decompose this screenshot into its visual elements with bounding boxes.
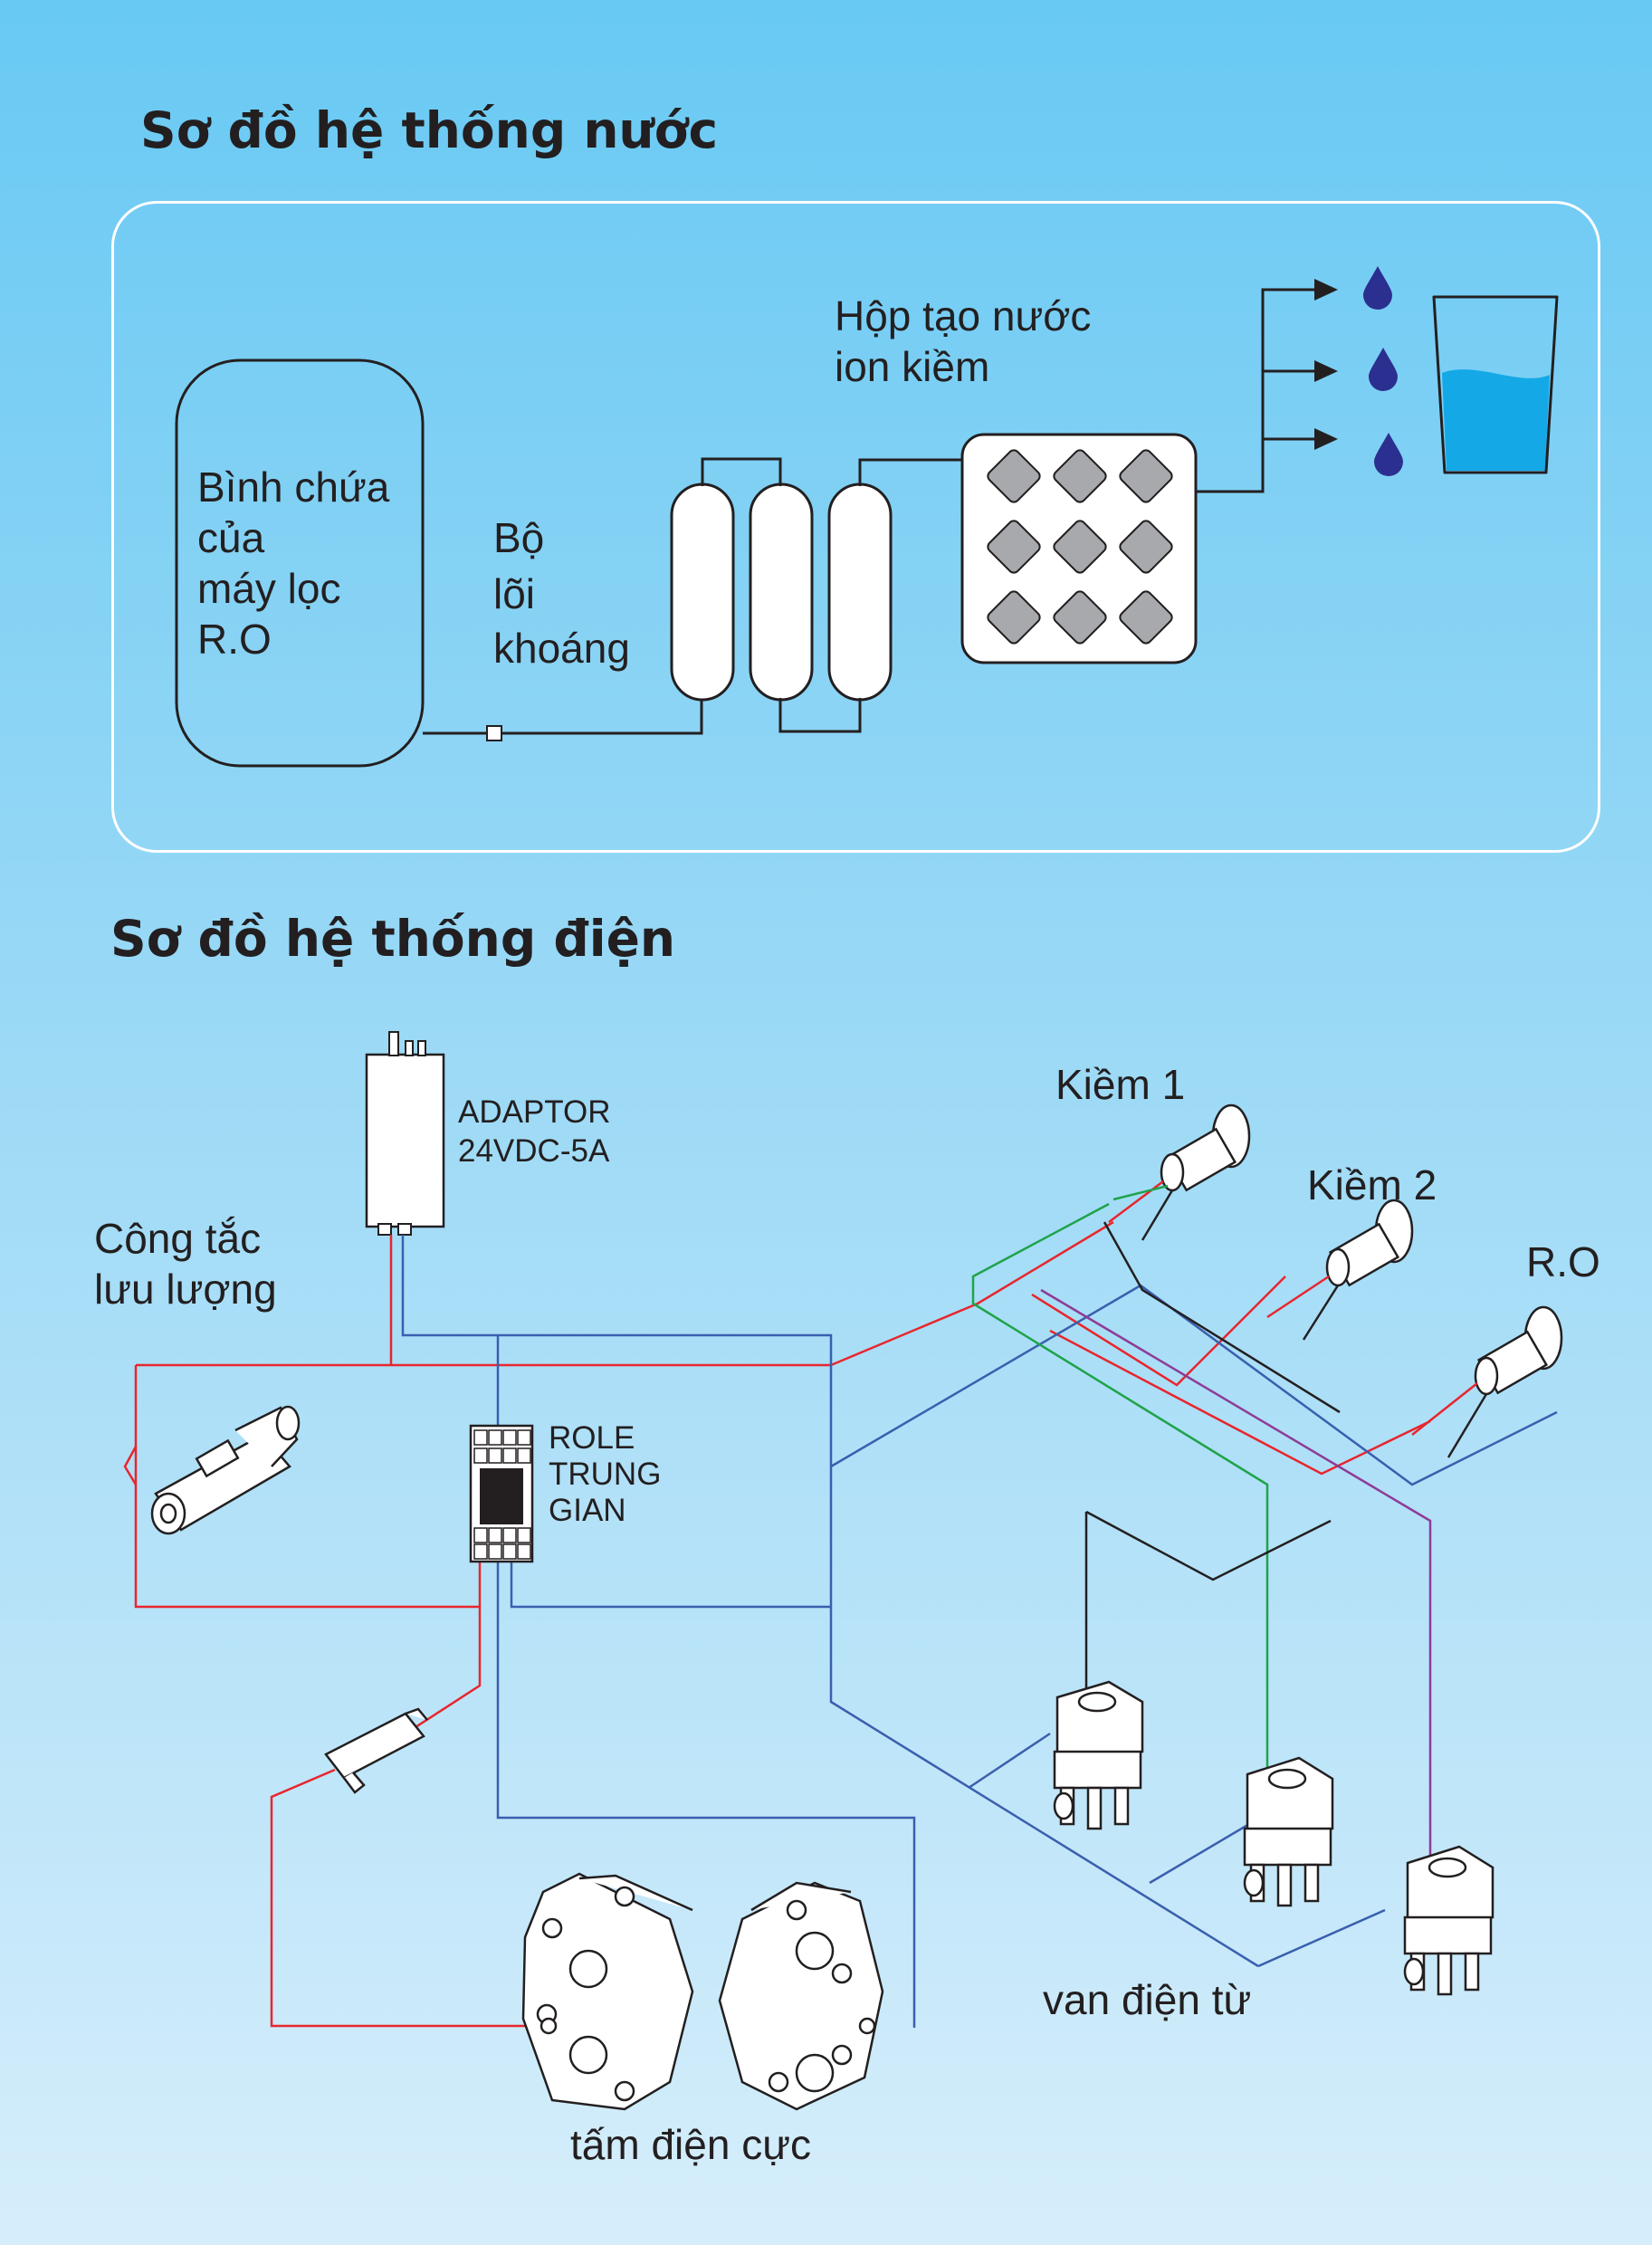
green-signal-wire xyxy=(971,1202,1269,1774)
electrode-plate-right xyxy=(718,1881,884,2111)
ro-outlet xyxy=(1411,1305,1563,1458)
electric-system-heading: Sơ đồ hệ thống điện xyxy=(110,910,676,968)
outlet-label-ro: R.O xyxy=(1526,1238,1600,1285)
solenoid-valve-3 xyxy=(1403,1845,1494,1996)
water-system-diagram: Bình chứa của máy lọc R.O Bộ lõi khoáng … xyxy=(175,266,1559,768)
output-pipes xyxy=(1196,288,1322,493)
output-arrow-heads xyxy=(1314,279,1338,450)
inline-resistor xyxy=(324,1707,428,1794)
electric-system-diagram: ADAPTOR 24VDC-5A Công tắc lưu lượng Kiềm… xyxy=(94,1031,1600,2168)
adaptor-24v-power-supply xyxy=(365,1031,445,1236)
water-system-heading: Sơ đồ hệ thống nước xyxy=(140,101,719,159)
intermediate-relay xyxy=(469,1424,534,1563)
outlet-label-alkaline-2: Kiềm 2 xyxy=(1307,1161,1437,1208)
electrode-plate-label: tấm điện cực xyxy=(570,2121,811,2168)
pipe-connector xyxy=(486,725,502,741)
outlet-label-alkaline-1: Kiềm 1 xyxy=(1055,1061,1185,1108)
glass-of-water-icon xyxy=(1432,295,1559,474)
adaptor-label: ADAPTOR 24VDC-5A xyxy=(458,1094,619,1169)
tank-label: Bình chứa của máy lọc R.O xyxy=(197,463,401,663)
solenoid-valve-1 xyxy=(1053,1680,1144,1830)
ion-box-label: Hộp tạo nước ion kiềm xyxy=(835,292,1103,390)
water-system-panel xyxy=(111,201,1600,853)
purple-signal-wire xyxy=(1040,1288,1432,1865)
black-control-wires xyxy=(1084,1221,1341,1693)
filter-inlet-pipe xyxy=(501,697,703,735)
electrode-plate-left xyxy=(521,1872,694,2111)
negative-blue-wires xyxy=(401,1235,1558,2028)
relay-label: ROLE TRUNG GIAN xyxy=(549,1420,670,1528)
flow-switch-label: Công tắc lưu lượng xyxy=(94,1215,277,1313)
water-drop-icons xyxy=(1363,266,1403,476)
flow-switch-sensor xyxy=(150,1405,301,1535)
ro-storage-tank xyxy=(175,358,425,768)
solenoid-valve-2 xyxy=(1243,1756,1334,1907)
mineral-filter-label: Bộ lõi khoáng xyxy=(493,514,630,672)
filter-connecting-pipes xyxy=(701,457,964,733)
mineral-filter-cartridges xyxy=(670,482,893,702)
alkaline-1-outlet xyxy=(1108,1103,1251,1241)
ion-box-diamonds xyxy=(987,449,1173,645)
alkaline-2-outlet xyxy=(1266,1199,1414,1341)
solenoid-valve-label: van điện từ xyxy=(1043,1976,1251,2023)
